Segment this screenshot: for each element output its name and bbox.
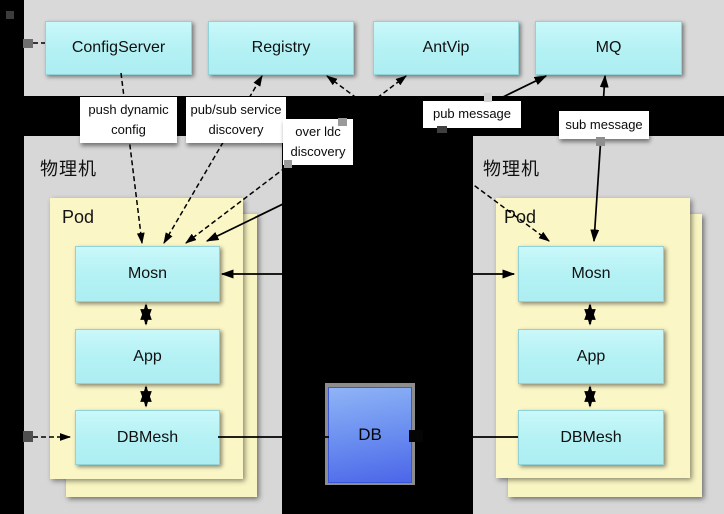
node-antvip: AntVip [373,21,519,75]
node-mosn-right: Mosn [518,246,664,302]
node-app-right: App [518,329,664,384]
node-registry: Registry [208,21,354,75]
node-db: DB [328,387,412,483]
handle-top-left [6,11,14,19]
node-mq: MQ [535,21,682,75]
handle-over-ldc-top [338,118,347,126]
db-right-port [409,430,423,442]
handle-pub-message-top [484,93,492,102]
label-push-dynamic-config: push dynamic config [80,97,177,143]
handle-sub-message-bottom [596,137,605,146]
node-app-left: App [75,329,220,384]
edge-sub-message [590,74,609,243]
node-dbmesh-right: DBMesh [518,410,664,465]
handle-over-ldc-bottom [284,160,292,168]
handle-configserver-edge [23,39,33,48]
label-sub-message: sub message [559,111,649,139]
node-db-frame: DB [325,383,415,485]
left-pod-title: Pod [62,207,95,227]
node-mosn-left: Mosn [75,246,220,302]
node-configserver: ConfigServer [45,21,192,75]
handle-dbmesh-edge [23,431,33,442]
label-pub-message: pub message [423,101,521,128]
node-dbmesh-left: DBMesh [75,410,220,465]
left-machine-title: 物理机 [40,159,97,179]
handle-pub-message-bottom [437,126,447,133]
label-pubsub-service-discovery: pub/sub service discovery [186,97,286,143]
